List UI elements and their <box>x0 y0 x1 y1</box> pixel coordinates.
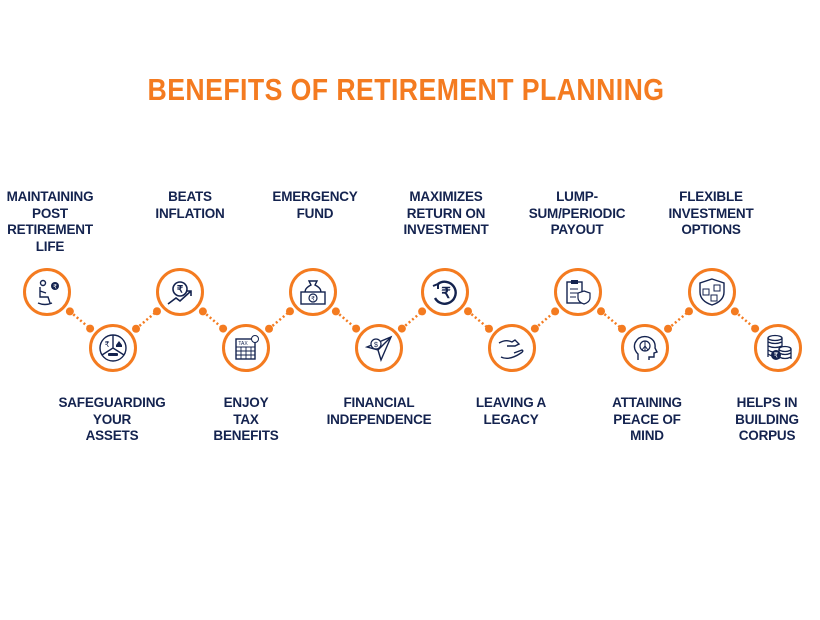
connector-dot <box>219 324 228 333</box>
clipboard-shield-icon <box>566 280 591 305</box>
connector-dot <box>285 307 294 316</box>
benefit-node: $ <box>355 324 403 372</box>
dotted-connector <box>467 310 490 330</box>
shield-options-icon <box>699 278 725 306</box>
svg-text:₹: ₹ <box>441 285 451 302</box>
benefit-label: EMERGENCY FUND <box>272 189 358 221</box>
svg-text:₹: ₹ <box>177 285 184 296</box>
connector-dot <box>597 307 606 316</box>
svg-text:TAX: TAX <box>238 341 248 347</box>
connector-dot <box>418 307 427 316</box>
connector-dot <box>751 324 760 333</box>
benefit-label: LEAVING A LEGACY <box>475 395 547 427</box>
svg-text:$: $ <box>374 342 378 349</box>
connector-dot <box>684 307 693 316</box>
benefit-node: ₹ <box>23 268 71 316</box>
benefit-label: SAFEGUARDING YOUR ASSETS <box>58 395 166 443</box>
connector-dot <box>551 307 560 316</box>
dotted-connector <box>268 310 291 330</box>
head-peace-icon <box>633 335 658 360</box>
connector-dot <box>730 307 739 316</box>
svg-text:₹: ₹ <box>774 352 779 360</box>
benefit-node: ₹ <box>89 324 137 372</box>
coin-stack-icon: ₹ <box>767 334 792 360</box>
connector-dot <box>86 324 95 333</box>
benefit-label: FLEXIBLE INVESTMENT OPTIONS <box>668 189 754 237</box>
connector-dot <box>484 324 493 333</box>
connector-dot <box>65 307 74 316</box>
connector-dot <box>265 324 274 333</box>
connector-dot <box>198 307 207 316</box>
benefit-node: ₹ <box>289 268 337 316</box>
connector-dot <box>132 324 141 333</box>
connector-dot <box>152 307 161 316</box>
benefit-label: HELPS IN BUILDING CORPUS <box>735 395 799 443</box>
connector-dot <box>331 307 340 316</box>
page-title: BENEFITS OF RETIREMENT PLANNING <box>147 72 665 107</box>
connector-dot <box>352 324 361 333</box>
benefit-node: ₹ <box>156 268 204 316</box>
benefit-label: LUMP- SUM/PERIODIC PAYOUT <box>528 189 626 237</box>
rupee-return-icon: ₹ <box>432 280 457 305</box>
connector-dot <box>664 324 673 333</box>
connector-dot <box>464 307 473 316</box>
benefit-node <box>554 268 602 316</box>
benefit-node: ₹ <box>421 268 469 316</box>
svg-text:₹: ₹ <box>53 284 57 291</box>
rocking-chair-icon: ₹ <box>37 279 59 306</box>
benefit-label: ENJOY TAX BENEFITS <box>213 395 279 443</box>
benefit-node: ₹ <box>754 324 802 372</box>
money-bag-icon: ₹ <box>300 280 326 305</box>
benefit-label: MAXIMIZES RETURN ON INVESTMENT <box>403 189 489 237</box>
benefit-label: FINANCIAL INDEPENDENCE <box>326 395 432 427</box>
tax-calendar-icon: TAX <box>235 335 259 360</box>
dotted-connector <box>600 310 623 330</box>
rupee-growth-icon: ₹ <box>167 281 192 305</box>
connector-dot <box>397 324 406 333</box>
paper-plane-dollar-icon: $ <box>364 335 393 363</box>
handing-over-icon <box>498 339 524 360</box>
benefit-label: BEATS INFLATION <box>155 189 225 221</box>
dotted-connector <box>667 310 690 330</box>
benefit-label: ATTAINING PEACE OF MIND <box>612 395 682 443</box>
benefit-node: TAX <box>222 324 270 372</box>
connector-dot <box>530 324 539 333</box>
dotted-connector <box>135 310 158 330</box>
assets-pie-icon: ₹ <box>99 334 127 362</box>
benefit-node <box>488 324 536 372</box>
svg-text:₹: ₹ <box>311 296 315 303</box>
benefit-label: MAINTAINING POST RETIREMENT LIFE <box>6 189 94 254</box>
benefit-node <box>621 324 669 372</box>
benefit-node <box>688 268 736 316</box>
connector-dot <box>617 324 626 333</box>
svg-text:₹: ₹ <box>104 340 109 349</box>
